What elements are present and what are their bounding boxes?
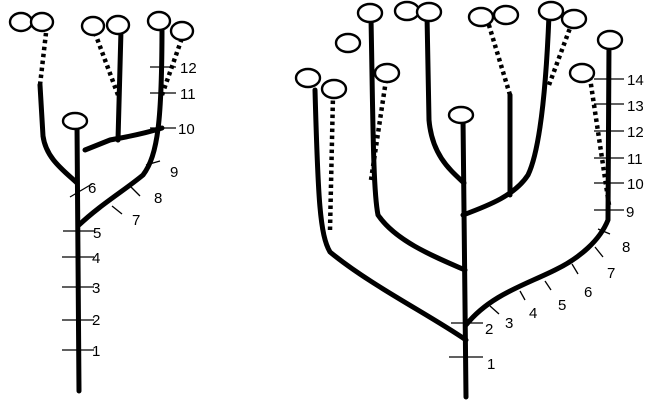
left-tree: 1 2 3 4 5 6 7 8 9 10 11 12 <box>8 10 197 394</box>
right-label-13: 13 <box>627 98 644 115</box>
right-tick-4 <box>519 290 526 301</box>
left-label-9: 9 <box>170 164 178 181</box>
right-label-1: 1 <box>487 356 495 373</box>
right-main-trunk <box>460 115 469 400</box>
left-label-4: 4 <box>92 250 100 267</box>
right-bud-8 <box>334 32 362 54</box>
right-label-10: 10 <box>627 176 644 193</box>
right-label-7: 7 <box>607 265 615 282</box>
left-branch-middle-upper <box>115 27 124 143</box>
right-bud-2 <box>393 0 421 22</box>
right-bud-11 <box>320 78 348 100</box>
right-bud-1 <box>356 2 384 24</box>
left-label-2: 2 <box>92 312 100 329</box>
left-side-shoot <box>76 22 165 228</box>
right-label-2: 2 <box>485 321 493 338</box>
right-bud-top <box>447 105 475 125</box>
right-dotted-1 <box>327 94 336 231</box>
right-label-9: 9 <box>626 204 634 221</box>
left-label-1: 1 <box>92 343 100 360</box>
left-label-8: 8 <box>154 190 162 207</box>
right-dotted-3 <box>485 21 513 96</box>
right-label-5: 5 <box>558 297 566 314</box>
right-bud-9 <box>596 29 624 51</box>
left-dotted-2 <box>92 32 121 96</box>
left-tick-6 <box>69 183 93 198</box>
right-label-11: 11 <box>627 151 643 168</box>
right-bud-12 <box>373 62 401 84</box>
left-bud-1 <box>8 11 34 33</box>
left-tick-9 <box>145 160 161 166</box>
left-label-11: 11 <box>180 86 196 103</box>
right-label-8: 8 <box>622 239 630 256</box>
left-label-12: 12 <box>180 60 197 77</box>
right-dotted-4 <box>546 27 573 86</box>
right-branch-upper-right <box>460 12 552 218</box>
right-bud-4 <box>467 6 495 28</box>
left-label-6: 6 <box>88 180 96 197</box>
right-dotted-2 <box>368 79 389 181</box>
left-dotted-1 <box>37 32 49 86</box>
right-bud-7 <box>560 8 588 30</box>
left-bud-2 <box>29 11 55 33</box>
left-label-3: 3 <box>92 280 100 297</box>
right-tick-6 <box>571 263 579 275</box>
right-tick-3 <box>489 305 500 315</box>
left-label-10: 10 <box>178 121 195 138</box>
right-bud-13 <box>568 62 596 84</box>
left-bud-3 <box>80 15 106 37</box>
left-bud-top <box>61 111 89 131</box>
left-label-5: 5 <box>93 225 101 242</box>
right-label-14: 14 <box>627 72 644 89</box>
right-side-shoot <box>463 39 612 328</box>
right-tree: 1 2 3 4 5 6 7 8 9 10 11 12 13 14 <box>294 0 644 400</box>
left-tick-7 <box>111 205 123 215</box>
right-tick-7 <box>594 246 604 258</box>
right-tick-8 <box>597 228 611 235</box>
right-dotted-5 <box>587 77 612 206</box>
right-label-3: 3 <box>505 315 513 332</box>
right-tick-5 <box>544 280 552 291</box>
left-label-7: 7 <box>132 212 140 229</box>
right-branch-second-left <box>368 15 468 273</box>
left-bud-6 <box>169 20 195 42</box>
right-label-4: 4 <box>529 305 537 322</box>
left-bud-4 <box>105 14 131 36</box>
right-label-6: 6 <box>584 284 592 301</box>
right-bud-10 <box>294 67 322 89</box>
right-label-12: 12 <box>627 124 644 141</box>
right-bud-6 <box>537 0 565 22</box>
right-branch-far-left <box>312 87 469 343</box>
left-bud-5 <box>146 10 172 32</box>
left-tick-8 <box>129 185 141 197</box>
left-branch-west <box>37 82 80 186</box>
left-branch-middle <box>82 125 165 153</box>
right-bud-5 <box>492 4 520 26</box>
right-bud-3 <box>415 1 443 23</box>
right-branch-upper-left <box>424 12 467 186</box>
